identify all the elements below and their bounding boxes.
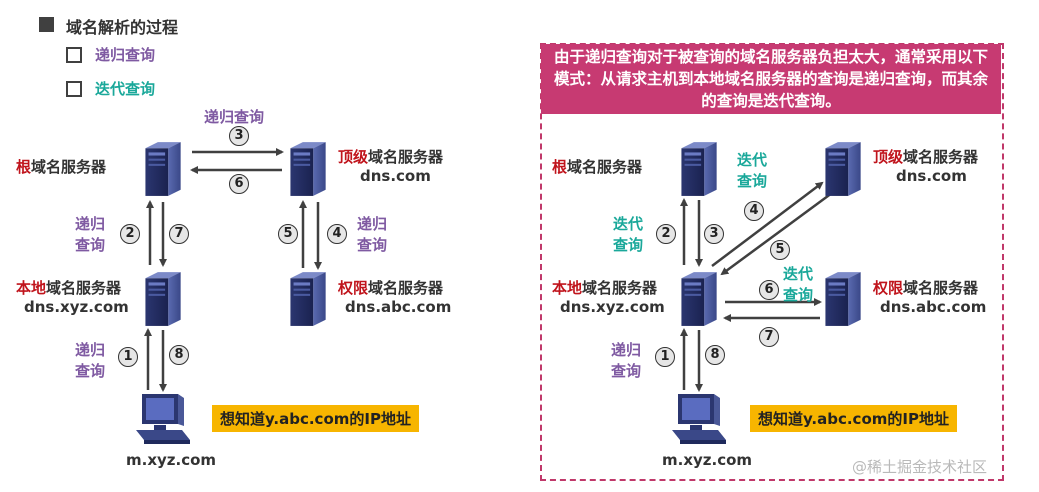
local-server-domain-r: dns.xyz.com <box>560 298 665 316</box>
step-2-r: 2 <box>656 224 676 244</box>
host-pc-icon <box>132 392 192 448</box>
root-server-icon-r <box>676 140 720 198</box>
top-server-domain: dns.com <box>360 167 431 185</box>
auth-server-icon-r <box>820 270 864 328</box>
step-8: 8 <box>169 345 189 365</box>
question-label: 想知道y.abc.com的IP地址 <box>212 405 419 432</box>
local-server-domain: dns.xyz.com <box>24 298 129 316</box>
arrow-r4 <box>711 181 824 267</box>
step-7-r: 7 <box>759 327 779 347</box>
auth-server-label-r: 权限域名服务器 <box>873 279 979 297</box>
step-5: 5 <box>278 224 298 244</box>
auth-server-domain-r: dns.abc.com <box>880 298 987 316</box>
query-label-right: 递归查询 <box>356 215 387 254</box>
host-label: m.xyz.com <box>126 451 217 469</box>
rec-label-host: 递归查询 <box>610 341 641 380</box>
top-server-label: 顶级域名服务器 <box>338 148 444 166</box>
step-6-r: 6 <box>759 280 779 300</box>
query-label-host: 递归查询 <box>74 341 105 380</box>
iter-label-auth: 迭代查询 <box>782 265 813 304</box>
step-5-r: 5 <box>770 240 790 260</box>
top-server-icon <box>285 140 329 198</box>
local-server-label: 本地域名服务器 <box>16 279 122 297</box>
step-8-r: 8 <box>705 345 725 365</box>
note-text: 由于递归查询对于被查询的域名服务器负担太大，通常采用以下模式：从请求主机到本地域… <box>541 44 1001 114</box>
step-4: 4 <box>327 224 347 244</box>
host-label-r: m.xyz.com <box>662 451 753 469</box>
step-1-r: 1 <box>655 347 675 367</box>
step-6: 6 <box>229 174 249 194</box>
option-recursive: 递归查询 <box>95 46 156 64</box>
step-4-r: 4 <box>744 201 764 221</box>
question-label-r: 想知道y.abc.com的IP地址 <box>750 405 957 432</box>
top-server-icon-r <box>820 140 864 198</box>
auth-server-icon <box>285 270 329 328</box>
section-title: 域名解析的过程 <box>66 18 179 37</box>
checkbox-recursive <box>66 47 82 63</box>
step-1: 1 <box>118 347 138 367</box>
step-3-r: 3 <box>704 224 724 244</box>
auth-server-label: 权限域名服务器 <box>338 279 444 297</box>
root-server-label: 根域名服务器 <box>16 158 107 176</box>
checkbox-iterative <box>66 81 82 97</box>
iter-label-root: 迭代查询 <box>736 151 767 190</box>
step-7: 7 <box>169 224 189 244</box>
arrow-r5 <box>720 191 833 276</box>
title-bullet-icon <box>39 17 54 32</box>
top-server-domain-r: dns.com <box>896 167 967 185</box>
root-server-icon <box>140 140 184 198</box>
root-server-label-r: 根域名服务器 <box>552 158 643 176</box>
local-server-label-r: 本地域名服务器 <box>552 279 658 297</box>
watermark: @稀土掘金技术社区 <box>852 458 988 476</box>
auth-server-domain: dns.abc.com <box>345 298 452 316</box>
step-2: 2 <box>120 224 140 244</box>
query-label-top: 递归查询 <box>204 108 265 126</box>
step-3: 3 <box>229 126 249 146</box>
local-server-icon <box>140 270 184 328</box>
query-label-left: 递归查询 <box>74 215 105 254</box>
iter-label-local: 迭代查询 <box>612 215 643 254</box>
host-pc-icon-r <box>668 392 728 448</box>
top-server-label-r: 顶级域名服务器 <box>873 148 979 166</box>
local-server-icon-r <box>676 270 720 328</box>
option-iterative: 迭代查询 <box>95 80 156 98</box>
